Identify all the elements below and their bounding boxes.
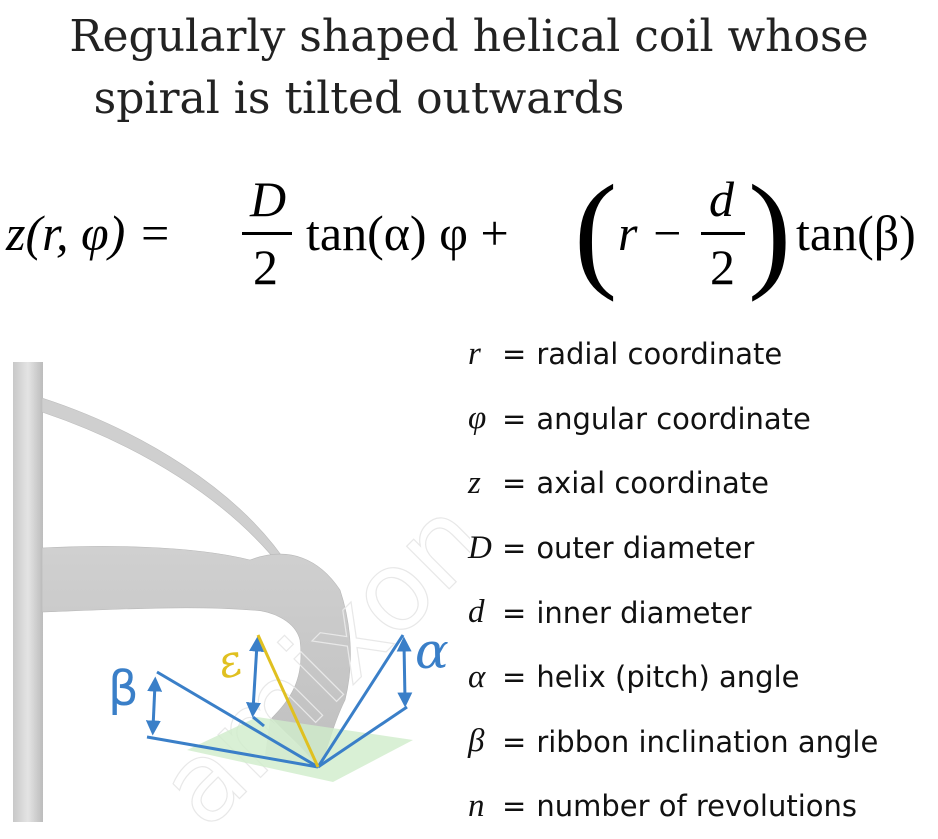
legend-symbol: n bbox=[468, 787, 485, 824]
beta-label: β bbox=[108, 661, 139, 717]
alpha-upper-line bbox=[316, 634, 405, 768]
legend-item-d: d = inner diameter bbox=[468, 580, 878, 645]
title-line-1: Regularly shaped helical coil whose bbox=[69, 11, 869, 62]
legend-item-phi: φ = angular coordinate bbox=[468, 387, 878, 452]
variable-legend: r = radial coordinate φ = angular coordinate… bbox=[468, 322, 878, 839]
legend-text: outer diameter bbox=[536, 531, 755, 566]
beta-upper-line bbox=[156, 670, 319, 769]
legend-equals: = bbox=[502, 337, 527, 372]
legend-equals: = bbox=[502, 724, 527, 759]
legend-item-alpha: α = helix (pitch) angle bbox=[468, 645, 878, 710]
equation-paren-open: ( bbox=[574, 159, 618, 303]
upper-ribbon bbox=[41, 397, 291, 573]
equation-frac1-numerator: D bbox=[250, 171, 287, 227]
equation-r-minus: r − bbox=[618, 205, 684, 261]
legend-item-n: n = number of revolutions bbox=[468, 774, 878, 839]
legend-symbol: d bbox=[468, 594, 485, 631]
legend-equals: = bbox=[502, 789, 527, 824]
legend-symbol: φ bbox=[468, 400, 487, 437]
legend-text: radial coordinate bbox=[536, 337, 783, 372]
legend-text: ribbon inclination angle bbox=[536, 724, 879, 759]
alpha-label: α bbox=[415, 622, 449, 680]
legend-item-r: r = radial coordinate bbox=[468, 322, 878, 387]
legend-equals: = bbox=[502, 660, 527, 695]
equation-frac1-denominator: 2 bbox=[253, 239, 278, 295]
equation-frac2-denominator: 2 bbox=[710, 239, 735, 295]
legend-item-z: z = axial coordinate bbox=[468, 451, 878, 516]
legend-equals: = bbox=[502, 466, 527, 501]
beta-arrow-icon bbox=[145, 676, 163, 736]
legend-text: angular coordinate bbox=[536, 401, 811, 436]
equation-term2: tan(β) bbox=[796, 205, 916, 261]
equation-paren-close: ) bbox=[748, 159, 792, 303]
legend-text: axial coordinate bbox=[536, 466, 770, 501]
legend-symbol: β bbox=[468, 723, 485, 760]
epsilon-arrow-icon bbox=[245, 636, 265, 718]
legend-symbol: z bbox=[468, 464, 481, 501]
central-pole bbox=[13, 362, 43, 822]
equation-lhs: z(r, φ) = bbox=[6, 205, 172, 261]
legend-text: inner diameter bbox=[536, 595, 752, 630]
legend-item-D: D = outer diameter bbox=[468, 516, 878, 581]
tangent-plane bbox=[187, 717, 413, 782]
title-line-2: spiral is tilted outwards bbox=[93, 73, 625, 124]
epsilon-base-line bbox=[252, 715, 265, 728]
equation-term1: tan(α) φ + bbox=[306, 205, 509, 261]
alpha-lower-line bbox=[317, 705, 408, 769]
helical-coil-figure: amixon β ε α bbox=[13, 362, 470, 832]
alpha-arrow-icon bbox=[396, 636, 413, 708]
legend-equals: = bbox=[502, 401, 527, 436]
legend-symbol: D bbox=[468, 529, 492, 566]
legend-text: helix (pitch) angle bbox=[536, 660, 800, 695]
legend-symbol: α bbox=[468, 658, 486, 695]
legend-symbol: r bbox=[468, 335, 481, 372]
legend-item-beta: β = ribbon inclination angle bbox=[468, 710, 878, 775]
equation-frac2-numerator: d bbox=[709, 171, 734, 227]
legend-text: number of revolutions bbox=[536, 789, 858, 824]
epsilon-line bbox=[256, 634, 320, 768]
equation: z(r, φ) = D 2 tan(α) φ + ( r − d 2 ) tan… bbox=[6, 159, 936, 308]
beta-lower-line bbox=[146, 735, 319, 769]
legend-equals: = bbox=[502, 531, 527, 566]
legend-equals: = bbox=[502, 595, 527, 630]
